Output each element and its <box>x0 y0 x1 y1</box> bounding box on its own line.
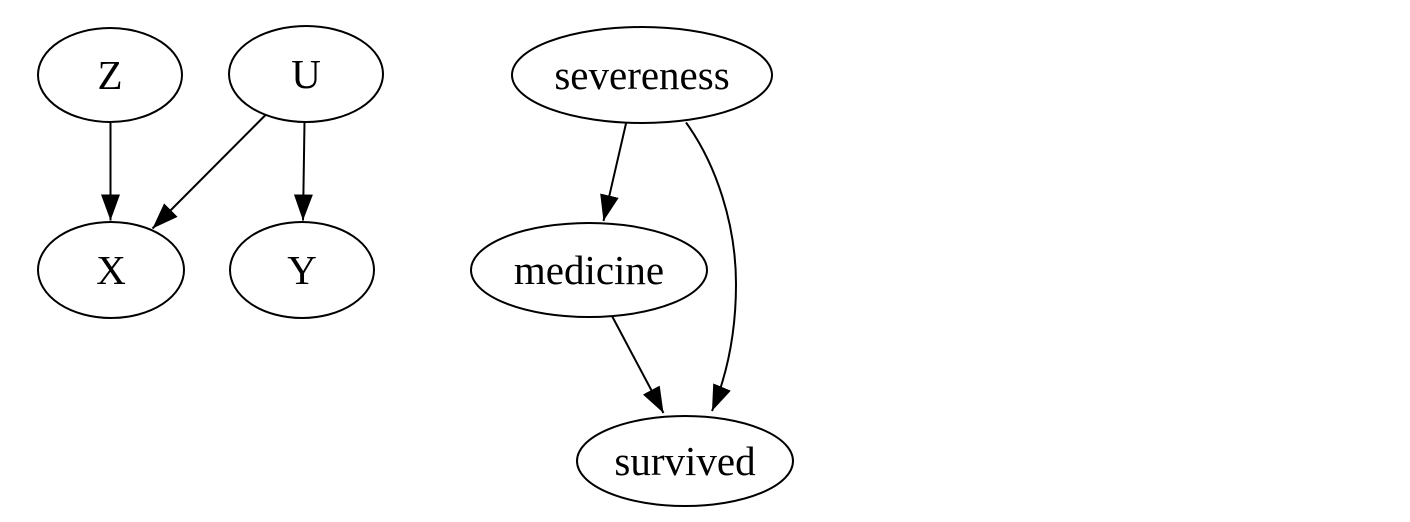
node-severeness: severeness <box>511 26 773 124</box>
node-Z: Z <box>37 27 183 123</box>
node-Z-label: Z <box>97 52 122 98</box>
node-survived: survived <box>576 415 794 507</box>
edge-severeness-medicine <box>600 123 627 222</box>
node-severeness-label: severeness <box>554 52 729 98</box>
node-severeness-ellipse <box>511 26 773 124</box>
node-U-label: U <box>291 51 321 97</box>
node-Z-ellipse <box>37 27 183 123</box>
diagram-confounder-dag: Z U X Y <box>37 25 384 319</box>
node-X: X <box>37 221 185 319</box>
node-U-ellipse <box>228 25 384 123</box>
node-X-label: X <box>96 247 126 293</box>
node-survived-ellipse <box>576 415 794 507</box>
node-Y-label: Y <box>287 247 317 293</box>
node-U: U <box>228 25 384 123</box>
node-X-ellipse <box>37 221 185 319</box>
node-medicine-label: medicine <box>514 247 664 293</box>
edge-severeness-survived <box>685 121 738 412</box>
diagram-medicine-dag: severeness medicine survived <box>470 26 794 507</box>
node-medicine: medicine <box>470 222 708 318</box>
node-Y-ellipse <box>229 221 375 319</box>
edge-U-Y <box>293 121 313 221</box>
edge-U-X <box>151 113 267 230</box>
node-medicine-ellipse <box>470 222 708 318</box>
node-Y: Y <box>229 221 375 319</box>
edge-medicine-survived <box>611 315 665 414</box>
node-survived-label: survived <box>614 438 755 484</box>
